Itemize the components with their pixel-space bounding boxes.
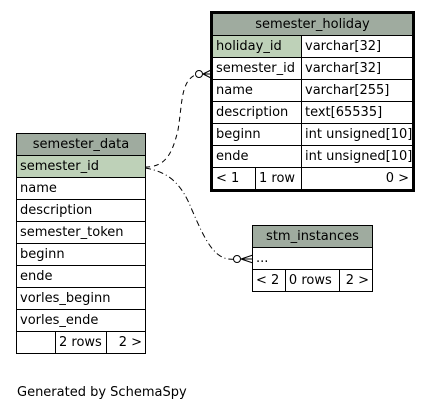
- child-count: 0 >: [301, 167, 414, 191]
- row-count: 0 rows: [284, 269, 341, 292]
- edge-crowfoot: [202, 69, 212, 79]
- column-semester-id[interactable]: semester_id: [211, 57, 302, 80]
- column-name[interactable]: name: [211, 79, 302, 102]
- table-semester-data[interactable]: semester_data semester_id name descripti…: [16, 133, 146, 354]
- column-holiday-id[interactable]: holiday_id: [211, 35, 302, 58]
- column-type: int unsigned[10]: [301, 123, 414, 146]
- edge-semester-data-to-semester-holiday: [144, 72, 204, 168]
- column-vorles-ende[interactable]: vorles_ende: [16, 309, 146, 332]
- column-type: varchar[255]: [301, 79, 414, 102]
- column-type: varchar[32]: [301, 57, 414, 80]
- edge-end-circle: [195, 70, 203, 78]
- column-beginn[interactable]: beginn: [16, 243, 146, 266]
- table-title: semester_holiday: [211, 12, 414, 36]
- child-count[interactable]: 2 >: [106, 331, 146, 354]
- edge-end-circle: [233, 255, 241, 263]
- edge-semester-data-to-stm-instances: [144, 167, 236, 260]
- row-count: 2 rows: [55, 331, 107, 354]
- table-title: stm_instances: [252, 225, 373, 248]
- column-name[interactable]: name: [16, 177, 146, 200]
- column-type: int unsigned[10]: [301, 145, 414, 168]
- parent-count[interactable]: < 2: [252, 269, 286, 292]
- column-ende[interactable]: ende: [211, 145, 302, 168]
- child-count: 2 >: [339, 269, 373, 292]
- table-stm-instances[interactable]: stm_instances ... < 2 0 rows 2 >: [252, 225, 373, 292]
- column-semester-token[interactable]: semester_token: [16, 221, 146, 244]
- row-count: 1 row: [255, 167, 302, 191]
- column-type: text[65535]: [301, 101, 414, 124]
- column-description[interactable]: description: [16, 199, 146, 222]
- column-ellipsis: ...: [252, 247, 373, 270]
- table-title: semester_data: [16, 133, 146, 156]
- column-beginn[interactable]: beginn: [211, 123, 302, 146]
- column-vorles-beginn[interactable]: vorles_beginn: [16, 287, 146, 310]
- column-description[interactable]: description: [211, 101, 302, 124]
- parent-count: [16, 331, 56, 354]
- table-semester-holiday[interactable]: semester_holiday holiday_id varchar[32] …: [210, 11, 415, 192]
- column-ende[interactable]: ende: [16, 265, 146, 288]
- parent-count[interactable]: < 1: [211, 167, 256, 191]
- edge-crowfoot: [240, 254, 254, 264]
- column-type: varchar[32]: [301, 35, 414, 58]
- generated-by-footer: Generated by SchemaSpy: [17, 385, 187, 400]
- column-semester-id[interactable]: semester_id: [16, 155, 146, 178]
